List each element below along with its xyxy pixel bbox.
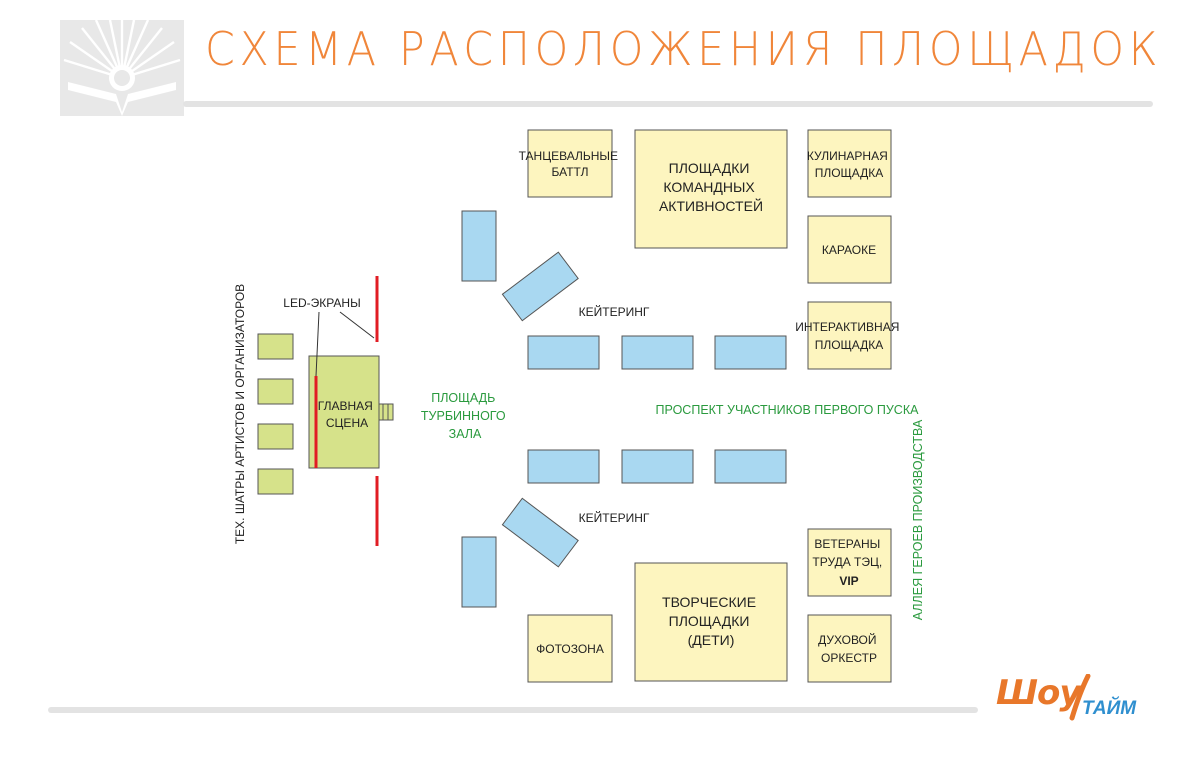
zone-culinary: КУЛИНАРНАЯ ПЛОЩАДКА [807,129,892,198]
logo-subtitle: ТАЙМ [1082,698,1137,719]
alley-label: АЛЛЕЯ ГЕРОЕВ ПРОИЗВОДСТВА [911,419,925,620]
svg-text:ПЛОЩАДКИ КОМАНДНЫХ: ПЛОЩАДКИ КОМАНДНЫХ АКТИВНОСТЕЙ [659,160,763,214]
showtime-logo-icon: Шоу [996,673,1082,713]
svg-text:ВЕТЕРАНЫ ТРУДА ТЭЦ,: ВЕТЕРАНЫ ТРУДА ТЭЦ, VIP [812,537,885,588]
zone-creative-line: (ДЕТИ) [688,632,735,648]
book-sun-emblem-icon [60,20,184,116]
turbine-square-line: ТУРБИННОГО [421,409,506,423]
led-screens [314,276,379,546]
turbine-square-line: ЗАЛА [449,427,482,441]
page-title: СХЕМА РАСПОЛОЖЕНИЯ ПЛОЩАДОК [205,22,1163,76]
zone-brass-band-line: ОРКЕСТР [821,651,877,665]
zone-interactive-line: ИНТЕРАКТИВНАЯ [795,320,899,334]
zone-karaoke-line: КАРАОКЕ [822,243,876,257]
catering-area-bottom [461,449,787,608]
zone-interactive: ИНТЕРАКТИВНАЯ ПЛОЩАДКА [795,301,902,370]
logo-swoosh-icon [1069,674,1091,721]
zone-team-activities-line: КОМАНДНЫХ [663,179,755,195]
svg-text:ДУХОВОЙ ОРКЕСТР: ДУХОВОЙ ОРКЕСТР [818,632,880,665]
zone-dance-battle: ТАНЦЕВАЛЬНЫЕ БАТТЛ [519,129,622,198]
zone-brass-band-line: ДУХОВОЙ [818,632,876,647]
zone-team-activities-line: ПЛОЩАДКИ [669,160,750,176]
zone-veterans-line: VIP [839,574,858,588]
zone-creative-line: ТВОРЧЕСКИЕ [662,594,756,610]
footer-divider [48,707,978,713]
tech-tent [257,378,294,405]
tech-tents [257,333,294,495]
tech-tent [257,333,294,360]
catering-counter [527,335,600,370]
svg-text:КУЛИНАРНАЯ ПЛОЩАДКА: КУЛИНАРНАЯ ПЛОЩАДКА [807,149,891,180]
zone-karaoke: КАРАОКЕ [807,215,892,284]
catering-counter [621,449,694,484]
zone-brass-band: ДУХОВОЙ ОРКЕСТР [807,614,892,683]
catering-counter [461,210,497,282]
tech-tents-label: ТЕХ. ШАТРЫ АРТИСТОВ И ОРГАНИЗАТОРОВ [233,284,247,544]
zone-dance-battle-line: ТАНЦЕВАЛЬНЫЕ [519,149,618,163]
catering-counter [527,449,600,484]
svg-text:ИНТЕРАКТИВНАЯ ПЛОЩАДКА: ИНТЕРАКТИВНАЯ ПЛОЩАДКА [795,320,902,352]
catering-counter [714,449,787,484]
zone-creative: ТВОРЧЕСКИЕ ПЛОЩАДКИ (ДЕТИ) [634,562,788,682]
catering-label-top: КЕЙТЕРИНГ [579,304,650,319]
svg-text:ТАНЦЕВАЛЬНЫЕ БАТТЛ: ТАНЦЕВАЛЬНЫЕ БАТТЛ [519,149,622,179]
led-screens-label: LED-ЭКРАНЫ [283,296,360,310]
svg-text:ТВОРЧЕСКИЕ ПЛОЩАДКИ: ТВОРЧЕСКИЕ ПЛОЩАДКИ (ДЕТИ) [662,594,760,648]
zone-creative-line: ПЛОЩАДКИ [669,613,750,629]
tech-tent [257,468,294,495]
zone-photo-line: ФОТОЗОНА [536,642,604,656]
zone-culinary-line: ПЛОЩАДКА [815,166,884,180]
zone-veterans-line: ТРУДА ТЭЦ, [812,555,882,569]
main-stage: ГЛАВНАЯ СЦЕНА [308,355,394,469]
catering-counter [461,536,497,608]
main-stage-line: ГЛАВНАЯ [318,399,373,413]
catering-counter [714,335,787,370]
zone-veterans: ВЕТЕРАНЫ ТРУДА ТЭЦ, VIP [807,528,892,597]
zone-dance-battle-line: БАТТЛ [552,165,589,179]
avenue-label: ПРОСПЕКТ УЧАСТНИКОВ ПЕРВОГО ПУСКА [656,403,920,417]
led-screens-pointers [315,311,375,377]
header-divider [183,101,1153,107]
turbine-square-line: ПЛОЩАДЬ [431,391,495,405]
svg-text:КАРАОКЕ: КАРАОКЕ [822,243,876,257]
catering-area-top [461,210,787,370]
catering-counter [621,335,694,370]
catering-counter [501,497,579,568]
zone-photo: ФОТОЗОНА [527,614,613,683]
tech-tent [257,423,294,450]
zone-team-activities-line: АКТИВНОСТЕЙ [659,197,763,214]
main-stage-line: СЦЕНА [326,416,368,430]
zone-interactive-line: ПЛОЩАДКА [815,338,884,352]
turbine-square-label: ПЛОЩАДЬ ТУРБИННОГО ЗАЛА [421,391,509,441]
catering-counter [501,251,579,322]
catering-label-bottom: КЕЙТЕРИНГ [579,510,650,525]
svg-text:ФОТОЗОНА: ФОТОЗОНА [536,642,604,656]
zone-culinary-line: КУЛИНАРНАЯ [807,149,888,163]
svg-text:ГЛАВНАЯ СЦЕНА: ГЛАВНАЯ СЦЕНА [318,399,376,430]
zone-team-activities: ПЛОЩАДКИ КОМАНДНЫХ АКТИВНОСТЕЙ [634,129,788,249]
zone-veterans-line: ВЕТЕРАНЫ [814,537,880,551]
